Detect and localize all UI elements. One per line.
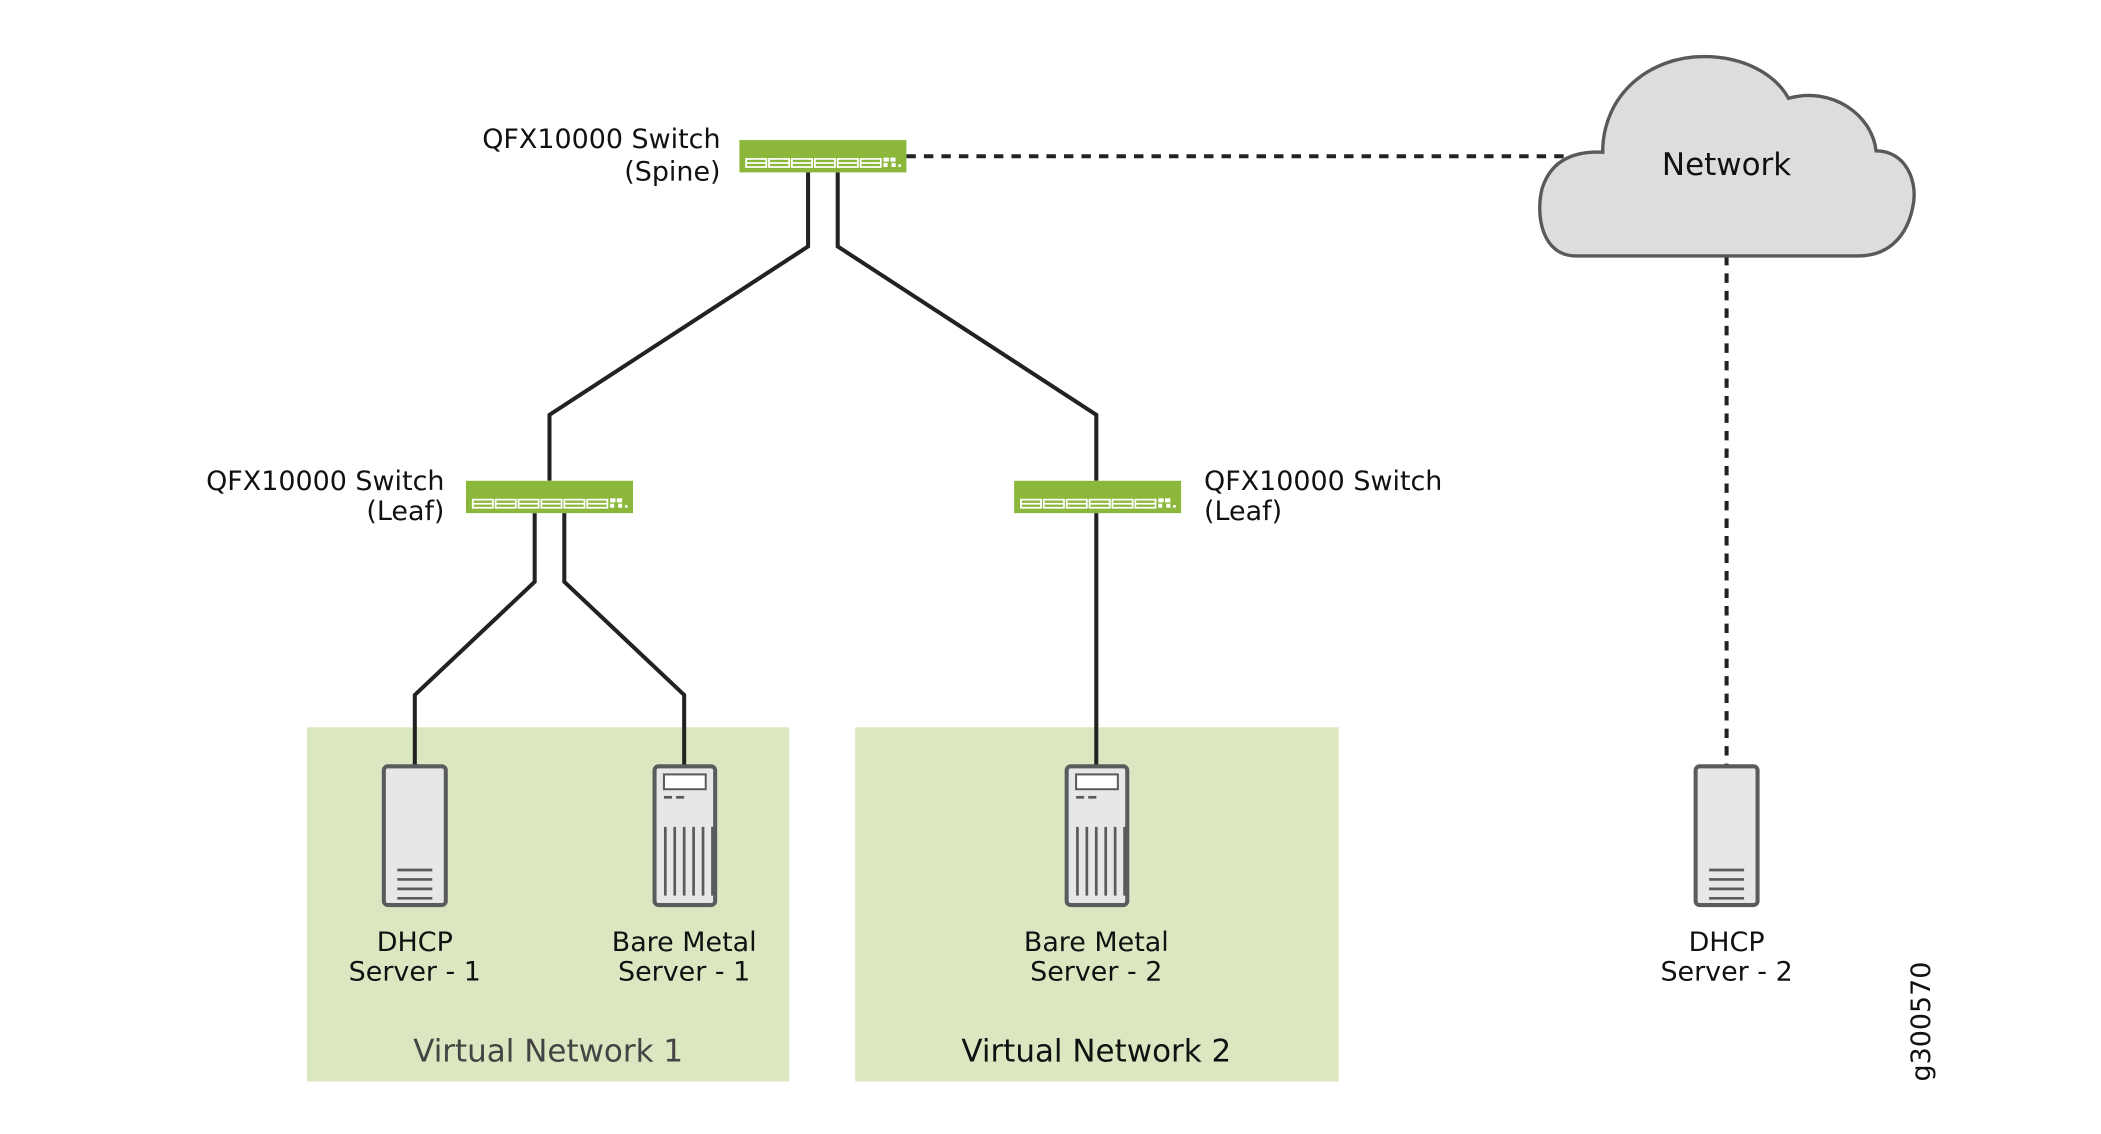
bare-metal-server-1-icon bbox=[655, 766, 716, 905]
dhcp-server-2-icon bbox=[1696, 766, 1758, 905]
dhcp2-label-line1: DHCP bbox=[1689, 927, 1765, 958]
spine-label-line2: (Spine) bbox=[624, 156, 720, 187]
leaf2-switch-icon bbox=[1013, 479, 1183, 515]
leaf2-label-line2: (Leaf) bbox=[1204, 496, 1282, 527]
virtual-network-1-label: Virtual Network 1 bbox=[413, 1033, 683, 1069]
network-label: Network bbox=[1662, 147, 1791, 183]
spine-switch-icon bbox=[738, 139, 908, 174]
figure-id: g300570 bbox=[1906, 962, 1937, 1082]
link-leaf1-bm1 bbox=[562, 513, 687, 765]
dhcp-server-1-icon bbox=[384, 766, 446, 905]
link-leaf1-dhcp1 bbox=[412, 513, 537, 765]
link-spine-leaf2 bbox=[835, 172, 1099, 481]
dhcp2-label-line2: Server - 2 bbox=[1660, 956, 1792, 987]
dhcp1-label-line2: Server - 1 bbox=[349, 956, 481, 987]
leaf2-label-line1: QFX10000 Switch bbox=[1204, 466, 1442, 497]
bm1-label-line1: Bare Metal bbox=[612, 927, 757, 958]
virtual-network-2-label: Virtual Network 2 bbox=[961, 1033, 1231, 1069]
leaf1-label-line2: (Leaf) bbox=[366, 496, 444, 527]
bare-metal-server-2-icon bbox=[1067, 766, 1128, 905]
bm1-label-line2: Server - 1 bbox=[618, 956, 750, 987]
leaf1-label-line1: QFX10000 Switch bbox=[206, 466, 444, 497]
spine-label-line1: QFX10000 Switch bbox=[482, 124, 720, 155]
leaf1-switch-icon bbox=[465, 479, 634, 515]
bm2-label-line1: Bare Metal bbox=[1024, 927, 1169, 958]
bm2-label-line2: Server - 2 bbox=[1030, 956, 1162, 987]
link-spine-leaf1 bbox=[547, 172, 811, 481]
dhcp1-label-line1: DHCP bbox=[377, 927, 453, 958]
cloud-icon bbox=[1538, 54, 1916, 258]
